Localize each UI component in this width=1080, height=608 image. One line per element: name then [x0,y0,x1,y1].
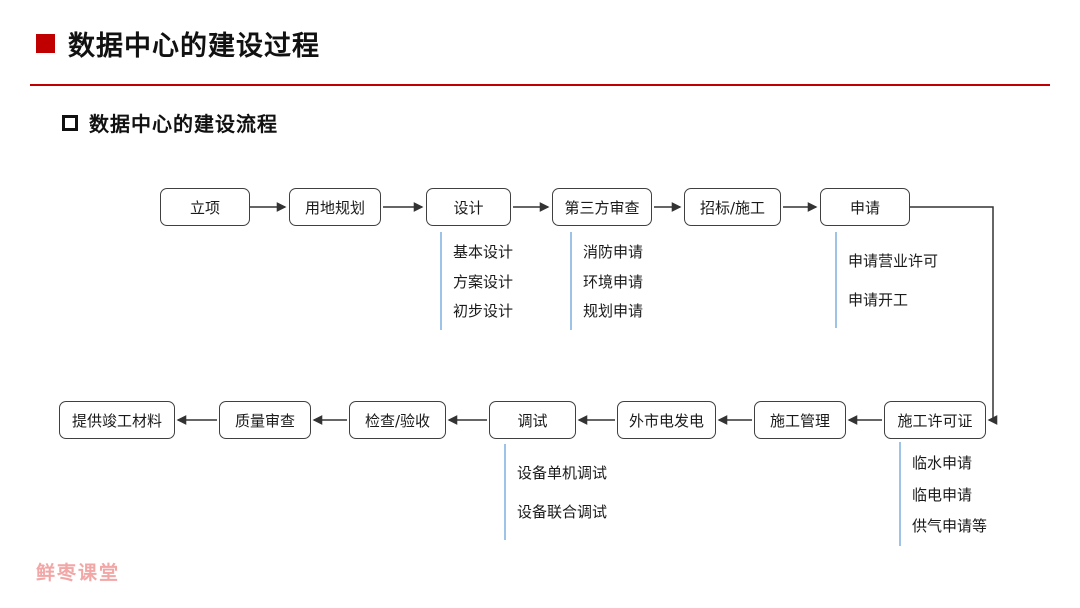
flow-node-application: 申请 [820,188,910,226]
sublist-item: 申请开工 [848,291,909,309]
construction-permit-subitems: 临水申请 临电申请 供气申请等 [899,442,987,546]
section-subtitle-row: 数据中心的建设流程 [62,108,278,137]
sublist-item: 方案设计 [453,272,514,291]
design-subitems: 基本设计 方案设计 初步设计 [440,232,513,330]
page-title-row: 数据中心的建设过程 [36,24,320,63]
sublist-item: 设备联合调试 [517,503,608,521]
flow-node-construction-management: 施工管理 [754,401,846,439]
flow-node-commissioning: 调试 [489,401,576,439]
sublist-item: 规划申请 [583,302,644,321]
commissioning-subitems: 设备单机调试 设备联合调试 [504,444,607,540]
sublist-item: 初步设计 [453,302,514,321]
title-divider [30,84,1050,86]
sublist-item: 环境申请 [583,272,644,291]
flow-node-completion-materials: 提供竣工材料 [59,401,175,439]
flow-node-design: 设计 [426,188,511,226]
sublist-item: 供气申请等 [912,516,988,535]
flow-node-third-party-review: 第三方审查 [552,188,652,226]
sublist-item: 基本设计 [453,242,514,261]
section-subtitle: 数据中心的建设流程 [89,112,278,136]
sublist-item: 申请营业许可 [848,252,939,270]
flow-node-construction-permit: 施工许可证 [884,401,986,439]
flow-node-land-planning: 用地规划 [289,188,381,226]
flow-node-inspection-acceptance: 检查/验收 [349,401,446,439]
subtitle-square-bullet-icon [62,114,78,131]
flow-node-project-initiation: 立项 [160,188,250,226]
flow-node-bidding-construction: 招标/施工 [684,188,781,226]
sublist-item: 消防申请 [583,242,644,261]
third-party-review-subitems: 消防申请 环境申请 规划申请 [570,232,643,330]
sublist-item: 临电申请 [912,485,973,504]
sublist-item: 临水申请 [912,454,973,473]
flow-node-quality-review: 质量审查 [219,401,311,439]
flow-node-external-utility-power: 外市电发电 [617,401,716,439]
page-title: 数据中心的建设过程 [68,31,320,62]
title-square-bullet-icon [36,34,55,53]
sublist-item: 设备单机调试 [517,464,608,482]
application-subitems: 申请营业许可 申请开工 [835,232,938,328]
watermark-logo: 鲜枣课堂 [36,562,121,584]
